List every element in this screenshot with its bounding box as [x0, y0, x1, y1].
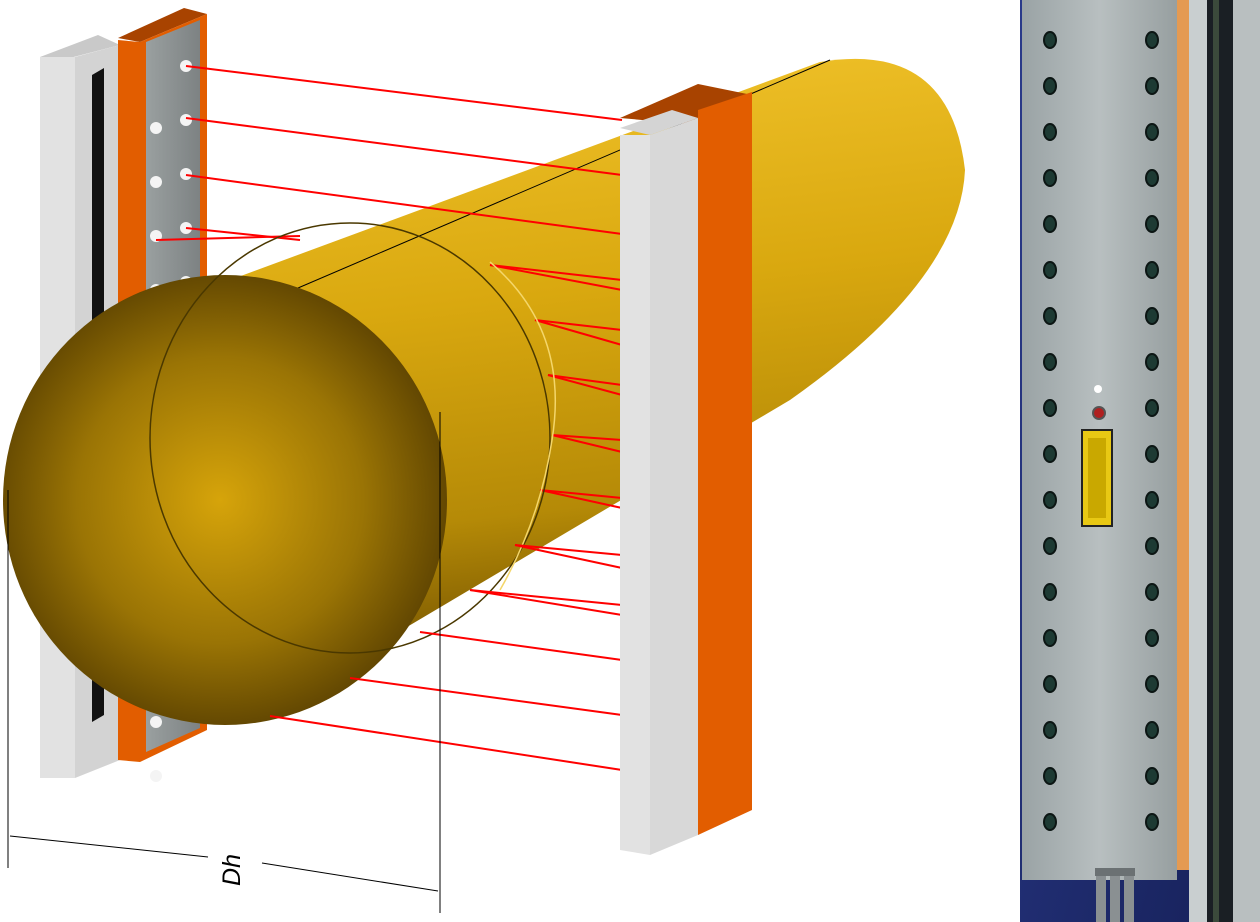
- sensor-lens: [1043, 123, 1057, 141]
- right-receiver-frame: [620, 110, 698, 855]
- emitter-lens: [180, 114, 192, 126]
- cross-section-outline: [149, 222, 551, 654]
- laser-beam: [539, 489, 623, 509]
- sensor-lens: [1145, 307, 1159, 325]
- sensor-lens: [1145, 169, 1159, 187]
- diameter-dimension: Dh: [7, 412, 441, 913]
- laser-beams-upper: [155, 65, 623, 509]
- sensor-lens: [1145, 445, 1159, 463]
- emitter-lens: [150, 770, 162, 782]
- laser-beam: [185, 117, 623, 176]
- receiver-lens-strip: [1207, 0, 1233, 922]
- laser-beams-lower: [269, 544, 623, 771]
- sensor-lens: [1043, 767, 1057, 785]
- sensor-lens: [1043, 675, 1057, 693]
- cable-connectors: [1095, 868, 1135, 922]
- emitter-lens: [150, 176, 162, 188]
- sensor-lens: [1145, 675, 1159, 693]
- laser-beam: [489, 264, 623, 291]
- sensor-lens: [1145, 813, 1159, 831]
- sensor-lens: [1043, 77, 1057, 95]
- sensor-lens: [1043, 307, 1057, 325]
- sensor-lens: [1043, 261, 1057, 279]
- sensor-lens: [1043, 813, 1057, 831]
- laser-beam: [514, 544, 623, 556]
- laser-beam: [534, 319, 623, 346]
- laser-beam: [419, 631, 623, 661]
- indicator-light: [1092, 406, 1106, 420]
- sensor-lens: [1043, 215, 1057, 233]
- laser-beam: [269, 715, 623, 771]
- laser-beam: [155, 235, 301, 241]
- sensor-lens: [1043, 353, 1057, 371]
- laser-beam: [185, 65, 623, 121]
- emitter-lens: [150, 122, 162, 134]
- sensor-lens: [1145, 537, 1159, 555]
- sensor-lens: [1145, 215, 1159, 233]
- laser-beam: [534, 319, 623, 331]
- laser-beam: [551, 434, 623, 453]
- status-led: [1094, 385, 1102, 393]
- housing-orange-strip: [1177, 0, 1189, 870]
- sensor-lens: [1145, 353, 1159, 371]
- laser-beam: [514, 544, 623, 569]
- laser-beam: [185, 227, 301, 241]
- sensor-lens: [1043, 629, 1057, 647]
- emitter-lens: [150, 716, 162, 728]
- sensor-lens: [1043, 537, 1057, 555]
- laser-beam: [469, 589, 623, 616]
- laser-beam: [489, 264, 623, 281]
- sensor-lenses: [1043, 31, 1159, 831]
- sensor-lens: [1145, 721, 1159, 739]
- laser-beam: [547, 374, 623, 386]
- right-emitter-frame: [620, 84, 752, 835]
- laser-beam: [469, 589, 623, 606]
- sensor-lens: [1145, 261, 1159, 279]
- laser-beam: [551, 434, 623, 441]
- sensor-lens: [1043, 491, 1057, 509]
- sensor-lens: [1145, 399, 1159, 417]
- sensor-lens: [1145, 31, 1159, 49]
- sensor-lens: [1043, 31, 1057, 49]
- sensor-lens: [1043, 445, 1057, 463]
- sensor-lens: [1145, 629, 1159, 647]
- laser-beam: [349, 677, 623, 716]
- sensor-lens: [1145, 491, 1159, 509]
- sensor-lens: [1043, 399, 1057, 417]
- sensor-lens: [1043, 583, 1057, 601]
- laser-beam: [547, 374, 623, 396]
- sensor-lens: [1145, 123, 1159, 141]
- emitter-lens: [180, 168, 192, 180]
- laser-beam: [539, 489, 623, 499]
- sensor-lens: [1043, 169, 1057, 187]
- sensor-lens: [1043, 721, 1057, 739]
- diameter-label: Dh: [218, 854, 246, 886]
- sensor-lens: [1145, 583, 1159, 601]
- sensor-lens: [1145, 77, 1159, 95]
- sensor-lens: [1145, 767, 1159, 785]
- log-front-face: [3, 222, 557, 725]
- laser-beam: [185, 174, 623, 235]
- sensor-photo: [1020, 0, 1260, 922]
